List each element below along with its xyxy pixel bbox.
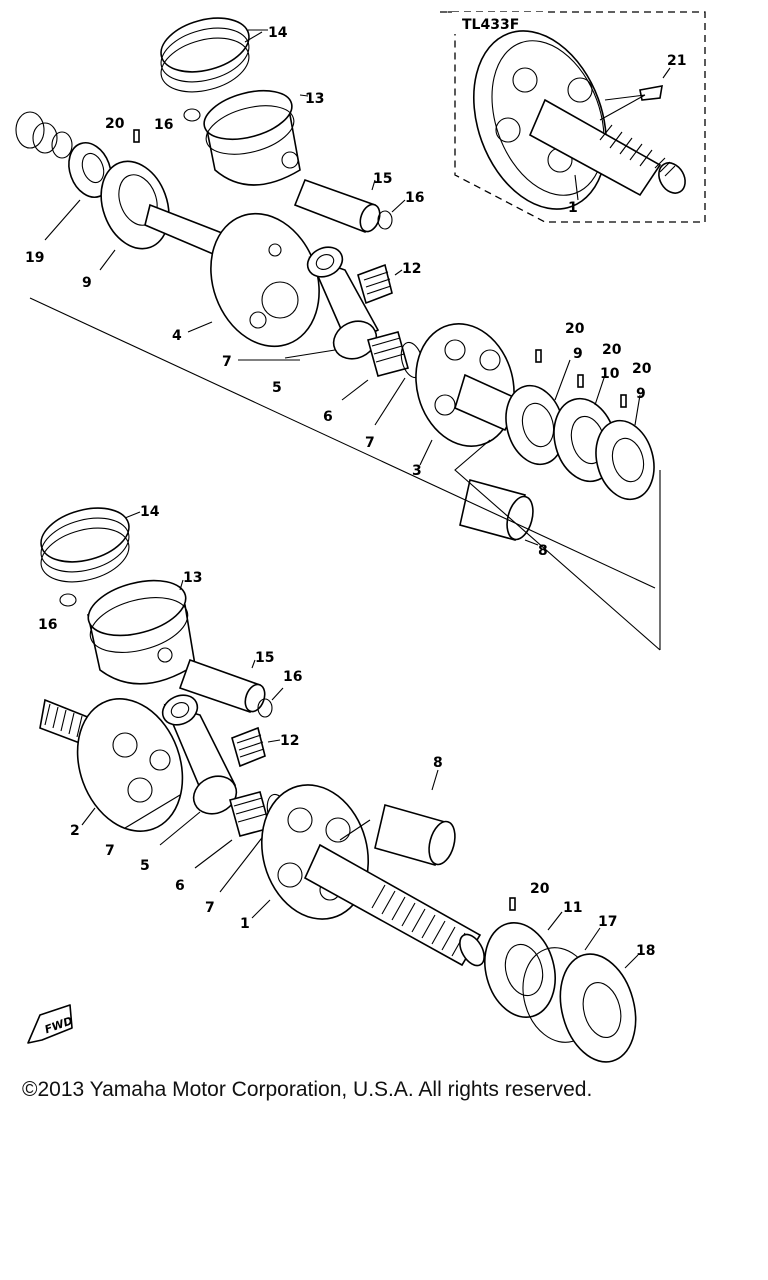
circlip-16-lower-b	[257, 698, 273, 718]
small-end-lower	[161, 694, 199, 726]
center-shaft-3	[454, 373, 522, 432]
callout-5-lower: 5	[140, 858, 150, 874]
copyright-notice: ©2013 Yamaha Motor Corporation, U.S.A. A…	[22, 1078, 593, 1101]
callout-9-left: 9	[82, 275, 92, 291]
callout-4: 4	[172, 328, 182, 344]
knock-pin-20-right	[620, 394, 627, 408]
main-splined-shaft	[303, 843, 482, 967]
callout-16-lower-a: 16	[38, 617, 57, 633]
crank-pin-8-lower	[374, 804, 446, 866]
inset-shaft	[528, 98, 662, 197]
callout-13-upper: 13	[305, 91, 324, 107]
woodruff-key-21	[639, 85, 663, 101]
callout-17: 17	[598, 914, 617, 930]
crank-web-2	[76, 698, 184, 832]
callout-15-lower: 15	[255, 650, 274, 666]
callout-1: 1	[240, 916, 250, 932]
callout-10: 10	[600, 366, 620, 382]
callout-16-upper-b: 16	[405, 190, 424, 206]
callout-7-lower-a: 7	[105, 843, 115, 859]
callout-20-center-a: 20	[565, 321, 585, 337]
callout-11: 11	[563, 900, 582, 916]
crank-web-4	[210, 212, 320, 348]
crank-pin-6-upper	[367, 331, 409, 377]
piston-ring-14-lower	[40, 507, 130, 563]
knock-pin-20-left	[133, 129, 140, 143]
bearing-9-right	[595, 419, 655, 501]
inset-tl433f: TL433F 21 1	[440, 11, 706, 223]
callout-7-upper-a: 7	[222, 354, 232, 370]
circlip-16-lower-a	[59, 593, 77, 607]
callout-12-lower: 12	[280, 733, 299, 749]
upper-assembly: 14 13 16 15 16 19 9 2	[15, 17, 661, 651]
piston-pin-15-upper	[293, 178, 377, 234]
lower-assembly: 14 13 16 15 16 2 5	[38, 504, 655, 1063]
callout-19: 19	[25, 250, 44, 266]
section-divider-line	[29, 297, 656, 589]
callout-16-upper-a: 16	[154, 117, 173, 133]
callout-20-lower: 20	[530, 881, 550, 897]
callout-7-upper-b: 7	[365, 435, 375, 451]
knock-pin-20-lower	[509, 897, 516, 911]
callout-20-left: 20	[105, 116, 125, 132]
piston-pin-15-lower	[178, 658, 262, 714]
callout-5-upper: 5	[272, 380, 282, 396]
callout-8-lower: 8	[433, 755, 443, 771]
inset-shaft-end	[658, 162, 686, 194]
callout-2: 2	[70, 823, 80, 839]
callout-16-lower-b: 16	[283, 669, 302, 685]
callout-6-lower: 6	[175, 878, 185, 894]
piston-ring-14-upper	[160, 17, 250, 73]
callout-12-upper: 12	[402, 261, 421, 277]
callout-8-upper: 8	[538, 543, 548, 559]
callout-20-center-b: 20	[602, 342, 622, 358]
small-end-upper	[306, 246, 344, 278]
callout-7-lower-b: 7	[205, 900, 215, 916]
callout-21-inset: 21	[667, 53, 686, 69]
oil-seal-18	[559, 953, 637, 1063]
callout-18: 18	[636, 943, 655, 959]
callout-3: 3	[412, 463, 422, 479]
inset-code-label: TL433F	[462, 17, 519, 33]
callout-13-lower: 13	[183, 570, 202, 586]
oil-seal-19	[68, 142, 112, 198]
knock-pin-20-center-b	[577, 374, 584, 388]
big-end-upper	[332, 320, 378, 360]
callout-9-center: 9	[573, 346, 583, 362]
big-end-lower	[192, 775, 238, 815]
callout-20-right: 20	[632, 361, 652, 377]
circlip-16-upper-a	[183, 108, 201, 122]
callout-6-upper: 6	[323, 409, 333, 425]
fwd-arrow-icon: FWD	[27, 1004, 74, 1044]
main-shaft-end	[459, 933, 485, 967]
callout-1-inset: 1	[568, 200, 578, 216]
callout-14-lower: 14	[140, 504, 160, 520]
callout-14-upper: 14	[268, 25, 288, 41]
callout-9-right: 9	[636, 386, 646, 402]
callout-15-upper: 15	[373, 171, 392, 187]
circlip-16-upper-b	[377, 210, 393, 230]
knock-pin-20-center-a	[535, 349, 542, 363]
washer-set-left	[15, 111, 45, 149]
bearing-11	[484, 922, 556, 1018]
